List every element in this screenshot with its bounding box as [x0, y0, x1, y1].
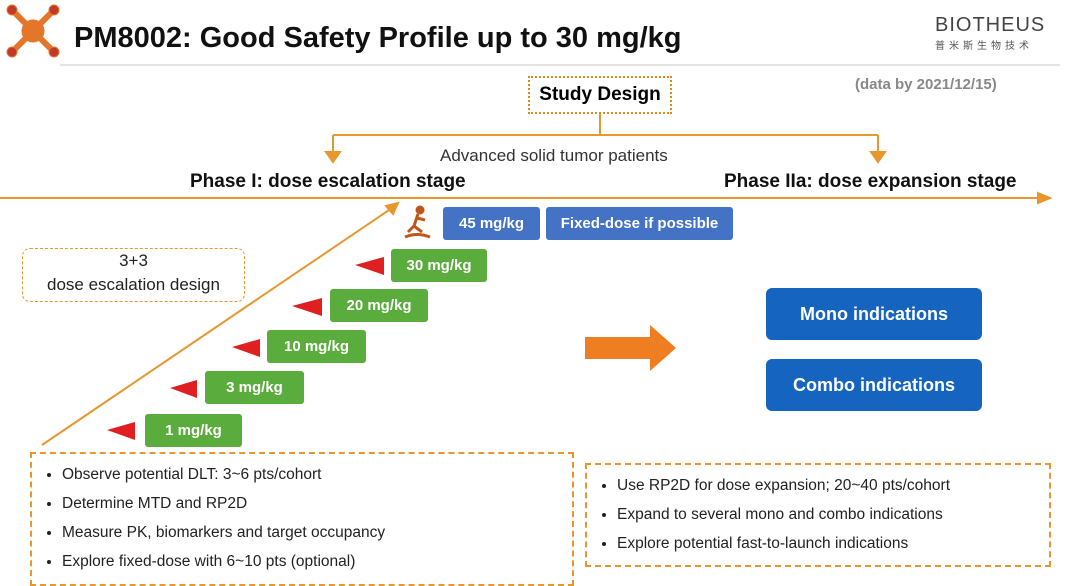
phase2-notes: Use RP2D for dose expansion; 20~40 pts/c…	[585, 463, 1051, 567]
bullet: Observe potential DLT: 3~6 pts/cohort	[62, 466, 572, 484]
mono-indications: Mono indications	[766, 288, 982, 340]
dose-step: 30 mg/kg	[391, 249, 487, 282]
date-note: (data by 2021/12/15)	[855, 76, 997, 93]
fixed-dose: Fixed-dose if possible	[546, 207, 733, 240]
top-dose: 45 mg/kg	[443, 207, 540, 240]
runner-icon	[404, 205, 431, 239]
bullet: Explore potential fast-to-launch indicat…	[617, 535, 1049, 553]
diagram-lines	[0, 4, 1053, 446]
dose-step: 10 mg/kg	[267, 330, 366, 363]
dose-step: 1 mg/kg	[145, 414, 242, 447]
page-title: PM8002: Good Safety Profile up to 30 mg/…	[74, 22, 682, 54]
bullet: Use RP2D for dose expansion; 20~40 pts/c…	[617, 477, 1049, 495]
bullet: Explore fixed-dose with 6~10 pts (option…	[62, 553, 572, 571]
bullet: Expand to several mono and combo indicat…	[617, 506, 1049, 524]
right-arrow-icon	[585, 325, 676, 371]
study-design-label: Study Design	[528, 76, 672, 114]
divider	[60, 64, 1060, 66]
bullet: Determine MTD and RP2D	[62, 495, 572, 513]
flag-icons	[107, 257, 384, 440]
phase1-notes: Observe potential DLT: 3~6 pts/cohort De…	[30, 452, 574, 586]
dose-step: 3 mg/kg	[205, 371, 304, 404]
dose-step: 20 mg/kg	[330, 289, 428, 322]
company-icon	[6, 4, 60, 58]
bullet: Measure PK, biomarkers and target occupa…	[62, 524, 572, 542]
population-label: Advanced solid tumor patients	[440, 146, 668, 165]
phase2-label: Phase IIa: dose expansion stage	[724, 171, 1017, 192]
phase1-label: Phase I: dose escalation stage	[190, 171, 466, 192]
combo-indications: Combo indications	[766, 359, 982, 411]
